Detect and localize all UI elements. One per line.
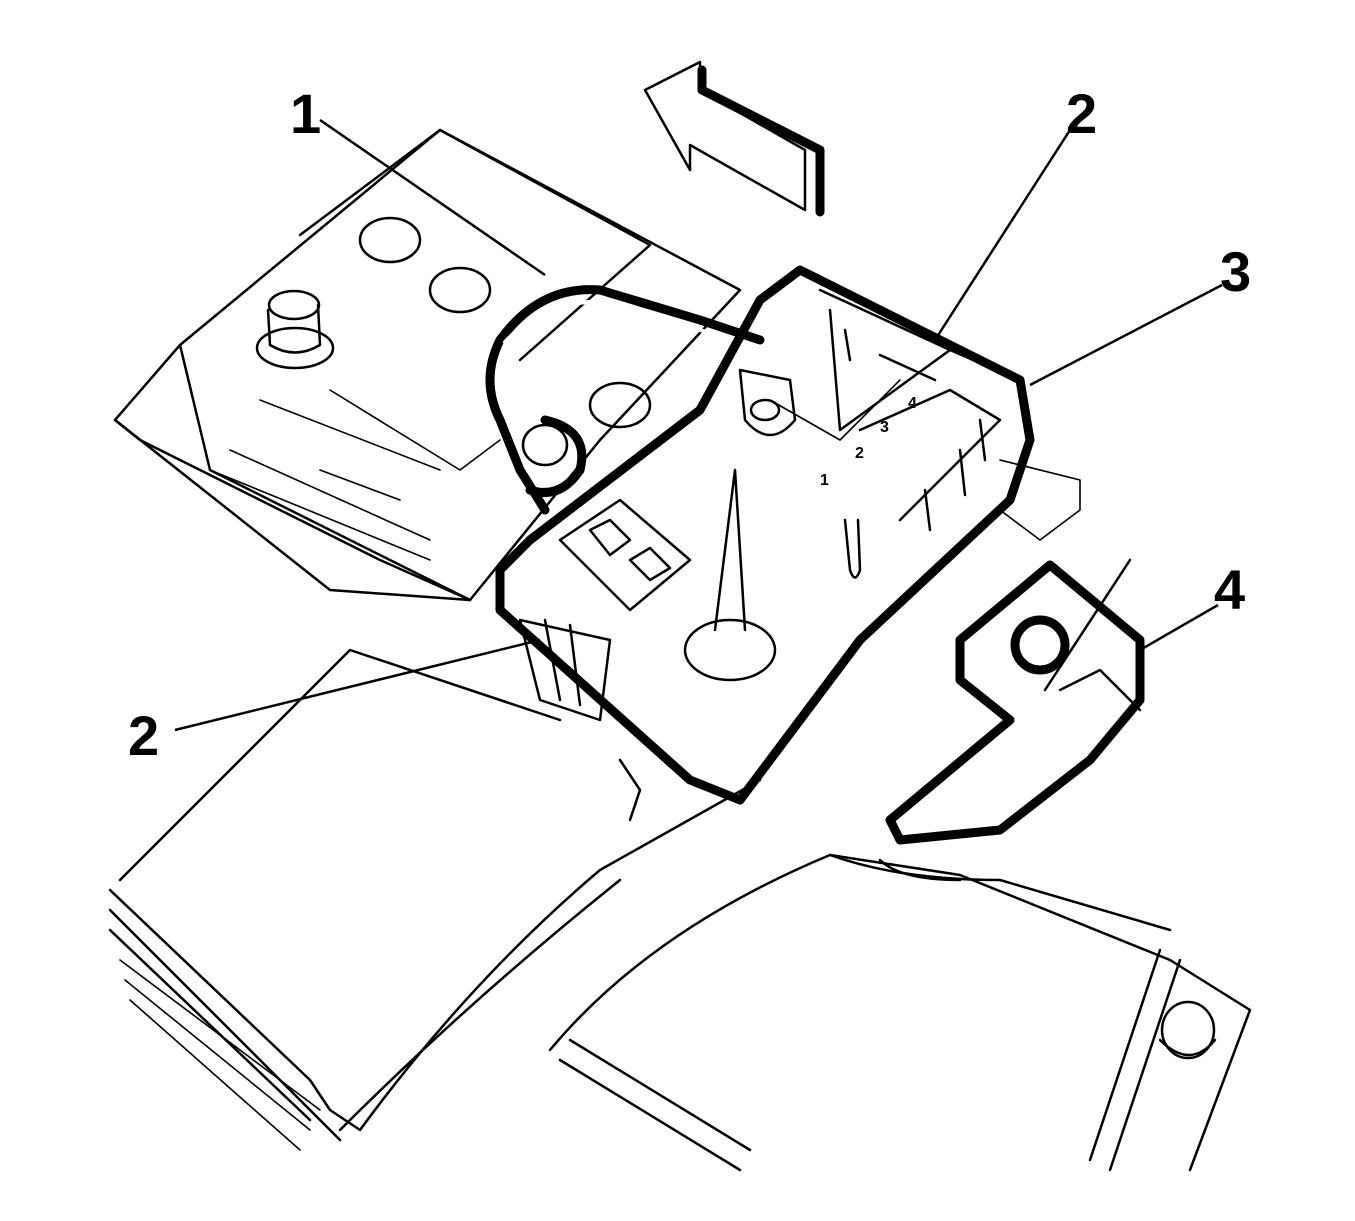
callout-2-top: 2 xyxy=(1066,82,1098,145)
terminal-label-3: 3 xyxy=(880,419,889,436)
lower-housing xyxy=(108,648,1252,1172)
terminal-label-2: 2 xyxy=(855,445,864,462)
leader-lines xyxy=(174,118,1223,732)
callout-3: 3 xyxy=(1220,240,1252,303)
terminal-label-1: 1 xyxy=(820,472,829,489)
direction-arrow xyxy=(643,60,825,217)
cable-clip xyxy=(885,558,1145,845)
leader-2a xyxy=(933,129,1072,341)
leader-2b xyxy=(174,638,541,732)
battery xyxy=(113,128,742,602)
callout-2-bottom: 2 xyxy=(128,704,160,767)
junction-block: 1 2 3 4 xyxy=(495,265,1081,805)
battery-cable xyxy=(485,285,797,515)
leader-3 xyxy=(1029,283,1223,387)
callout-4: 4 xyxy=(1214,558,1246,621)
leader-4 xyxy=(1139,603,1219,652)
terminal-label-4: 4 xyxy=(908,395,917,412)
leader-1 xyxy=(319,118,546,277)
callout-1: 1 xyxy=(290,82,322,145)
